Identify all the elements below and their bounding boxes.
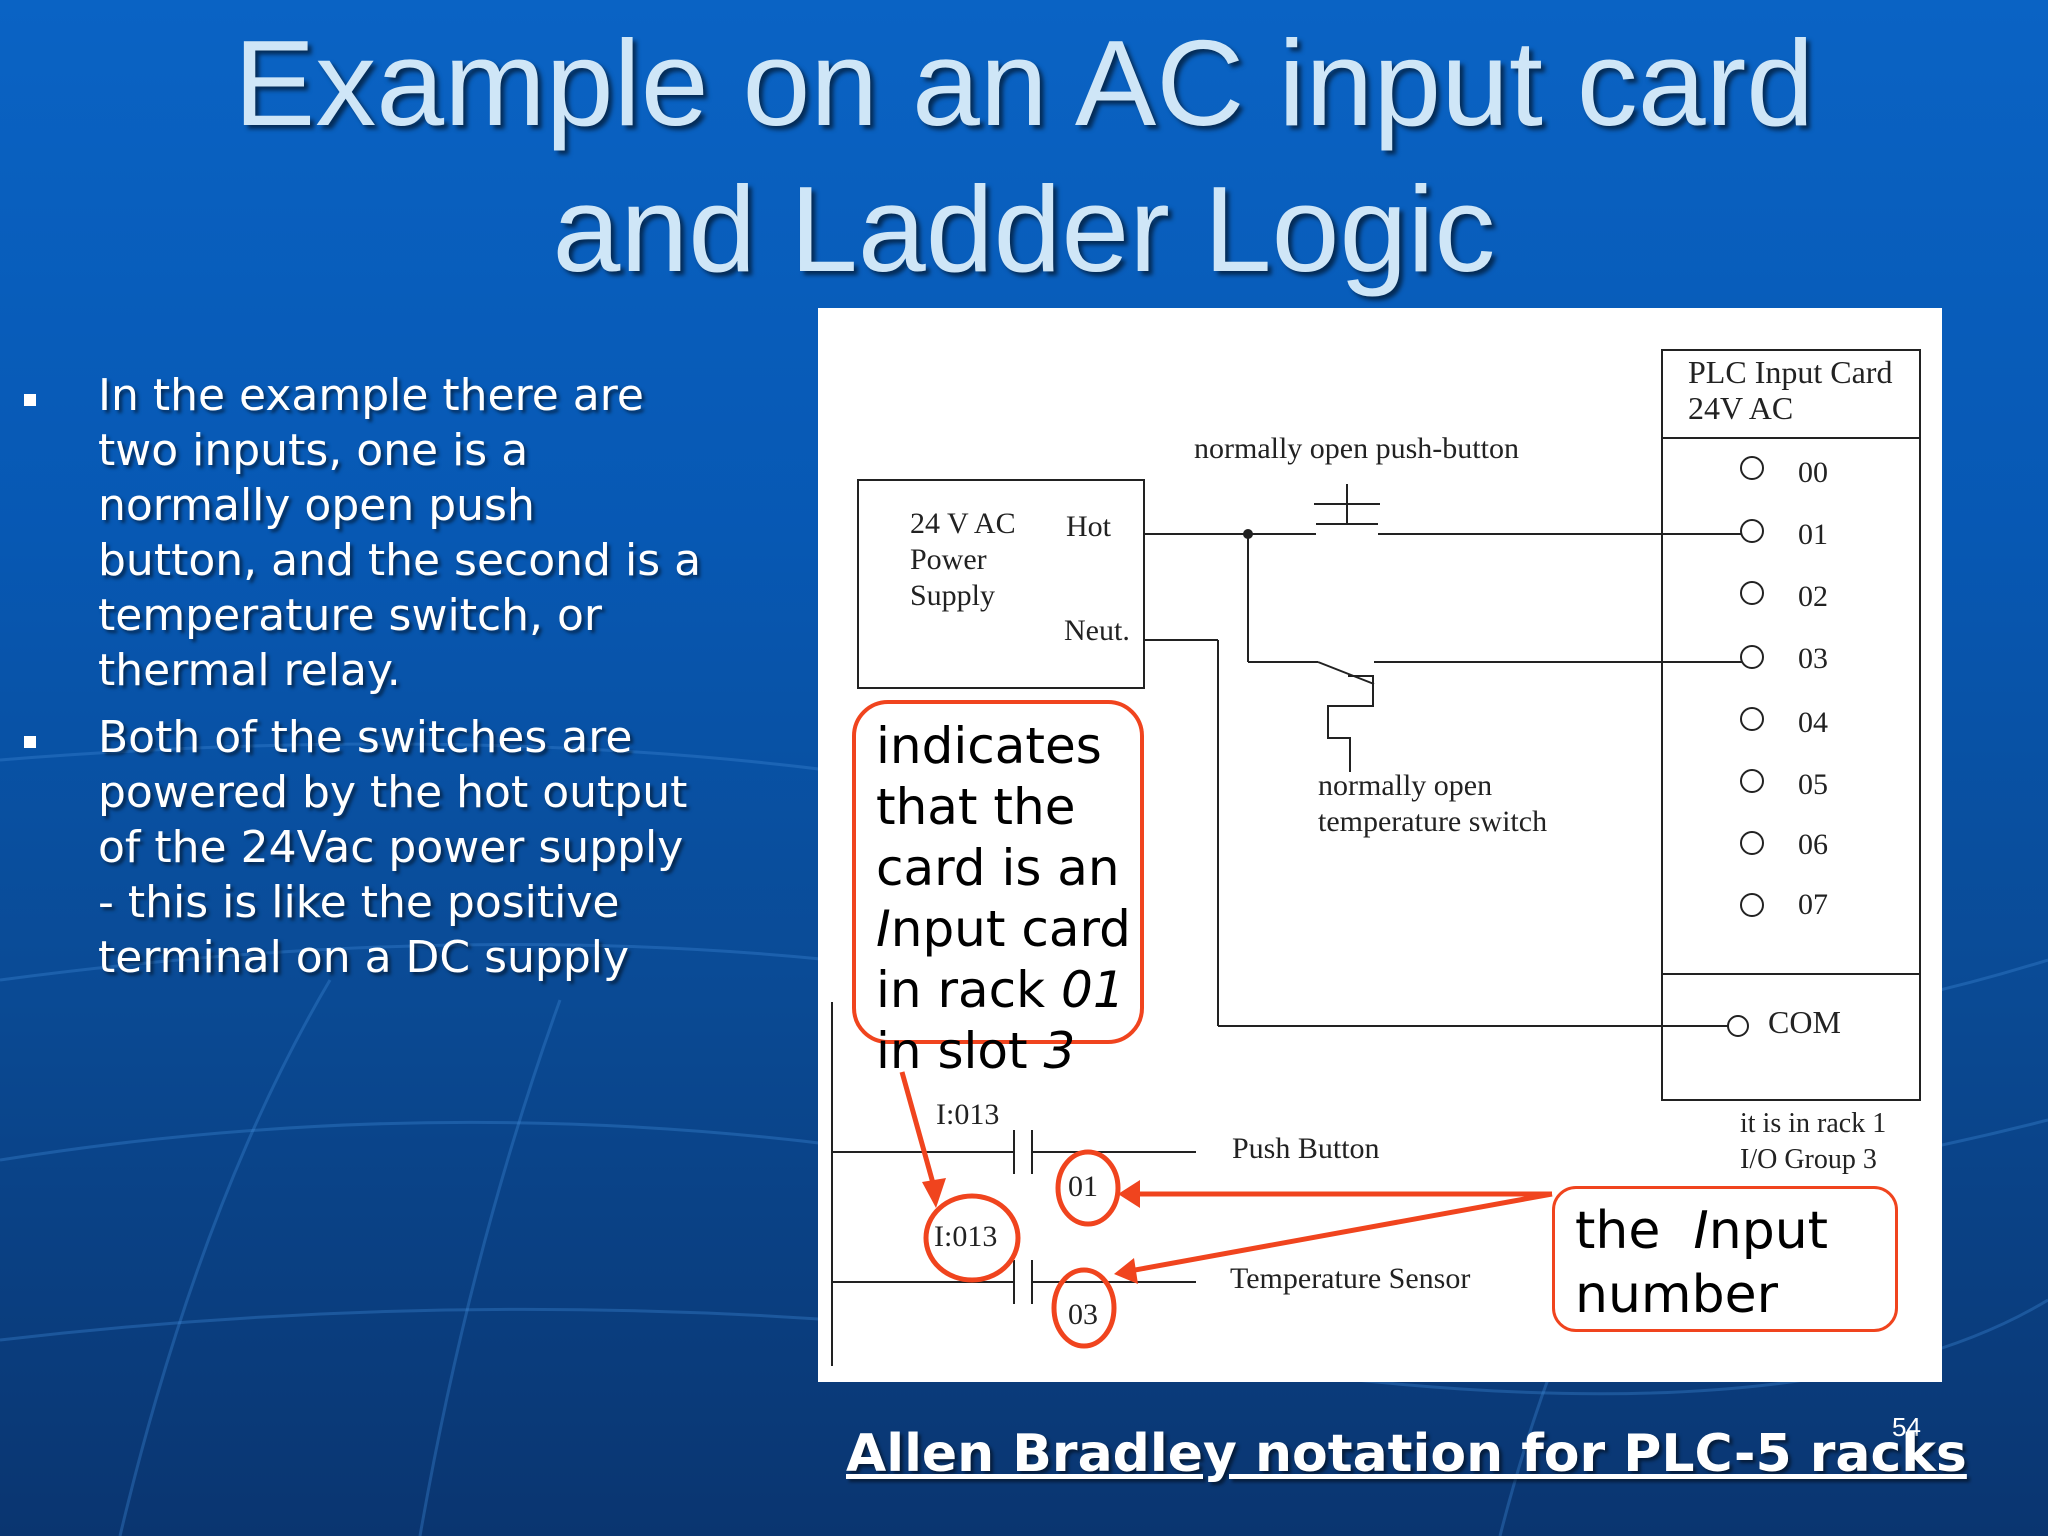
callout-line: the Input bbox=[1575, 1199, 1895, 1263]
bit-01-highlight bbox=[1055, 1149, 1121, 1227]
bullet-line: In the example there are bbox=[98, 370, 644, 421]
supply-label-1: 24 V AC bbox=[910, 507, 1016, 540]
bullet-line: thermal relay. bbox=[98, 645, 401, 696]
terminal-06 bbox=[1740, 831, 1764, 855]
terminal-com bbox=[1727, 1015, 1749, 1037]
terminal-03 bbox=[1740, 645, 1764, 669]
terminal-05 bbox=[1740, 769, 1764, 793]
callout-text: in rack bbox=[876, 961, 1062, 1019]
callout-line: Input card bbox=[876, 899, 1140, 960]
input-label-05: 05 bbox=[1798, 768, 1828, 801]
terminal-00 bbox=[1740, 456, 1764, 480]
page-number: 54 bbox=[1892, 1412, 1921, 1442]
bullet-line: - this is like the positive bbox=[98, 877, 620, 928]
bullet-line: Both of the switches are bbox=[98, 712, 633, 763]
bullet-line: terminal on a DC supply bbox=[98, 932, 630, 983]
rung2-bit: 03 bbox=[1068, 1298, 1098, 1331]
bullet-line: powered by the hot output bbox=[98, 767, 688, 818]
callout-line: number bbox=[1575, 1265, 1778, 1325]
input-label-02: 02 bbox=[1798, 580, 1828, 613]
rung2-address: I:013 bbox=[934, 1220, 998, 1253]
input-label-06: 06 bbox=[1798, 828, 1828, 861]
callout-text: in slot bbox=[876, 1022, 1044, 1080]
bullet-line: button, and the second is a bbox=[98, 535, 702, 586]
power-supply-box bbox=[857, 479, 1145, 689]
input-label-00: 00 bbox=[1798, 456, 1828, 489]
rung1-label: Push Button bbox=[1232, 1132, 1380, 1165]
pushbutton-label: normally open push-button bbox=[1194, 432, 1519, 465]
supply-label-2: Power bbox=[910, 543, 987, 576]
footer-caption: Allen Bradley notation for PLC-5 racks bbox=[846, 1424, 1967, 1484]
bullet-line: of the 24Vac power supply bbox=[98, 822, 684, 873]
com-label: COM bbox=[1768, 1004, 1841, 1040]
rack-note-2: I/O Group 3 bbox=[1740, 1144, 1877, 1175]
callout-line: in slot 3 bbox=[876, 1021, 1140, 1082]
bullet-line: two inputs, one is a bbox=[98, 425, 529, 476]
temp-switch-label-2: temperature switch bbox=[1318, 805, 1548, 838]
terminal-01 bbox=[1740, 519, 1764, 543]
bullet-line: normally open push bbox=[98, 480, 535, 531]
bullet-item: In the example there are two inputs, one… bbox=[20, 368, 760, 698]
card-title-2: 24V AC bbox=[1688, 390, 1794, 426]
rung1-bit: 01 bbox=[1068, 1170, 1098, 1203]
bullet-line: temperature switch, or bbox=[98, 590, 603, 641]
terminal-04 bbox=[1740, 707, 1764, 731]
temp-switch-label-1: normally open bbox=[1318, 769, 1493, 802]
callout-italic: I bbox=[876, 900, 891, 958]
callout-text: the bbox=[1575, 1201, 1694, 1261]
supply-label-3: Supply bbox=[910, 579, 996, 612]
callout-line: indicates bbox=[876, 717, 1102, 775]
bullet-item: Both of the switches are powered by the … bbox=[20, 710, 760, 985]
terminal-07 bbox=[1740, 893, 1764, 917]
bullet-marker bbox=[24, 736, 36, 748]
input-label-04: 04 bbox=[1798, 706, 1828, 739]
plc-card-box bbox=[1661, 349, 1921, 1101]
callout-line: card is an bbox=[876, 839, 1120, 897]
slide-title-line-2: and Ladder Logic bbox=[552, 161, 1496, 297]
input-label-03: 03 bbox=[1798, 642, 1828, 675]
card-title-1: PLC Input Card bbox=[1688, 354, 1893, 390]
junction-dot bbox=[1243, 529, 1253, 539]
input-label-07: 07 bbox=[1798, 888, 1828, 921]
callout-italic: I bbox=[1693, 1201, 1709, 1261]
terminal-02 bbox=[1740, 581, 1764, 605]
bit-03-highlight bbox=[1051, 1267, 1117, 1349]
callout-text: nput card bbox=[890, 900, 1131, 958]
card-address-callout: indicates that the card is an Input card… bbox=[852, 700, 1144, 1080]
wiring-lines bbox=[831, 349, 1921, 1366]
rung2-label: Temperature Sensor bbox=[1230, 1262, 1471, 1295]
input-number-callout: the Input number bbox=[1552, 1186, 1898, 1332]
bullet-list: In the example there are two inputs, one… bbox=[20, 368, 760, 997]
callout-line: in rack 01 bbox=[876, 960, 1140, 1021]
address-highlight bbox=[923, 1193, 1021, 1283]
input-label-01: 01 bbox=[1798, 518, 1828, 551]
neut-label: Neut. bbox=[1064, 614, 1130, 647]
callout-line: that the bbox=[876, 778, 1076, 836]
rung1-address: I:013 bbox=[936, 1098, 1000, 1131]
callout-italic: 3 bbox=[1043, 1022, 1076, 1080]
wiring-diagram: PLC Input Card 24V AC 00 01 02 03 04 05 … bbox=[818, 308, 1942, 1382]
callout-text: nput bbox=[1708, 1201, 1829, 1261]
hot-label: Hot bbox=[1066, 510, 1111, 543]
rack-note-1: it is in rack 1 bbox=[1740, 1108, 1887, 1139]
callout-italic: 01 bbox=[1061, 961, 1125, 1019]
bullet-marker bbox=[24, 394, 36, 406]
slide-title-line-1: Example on an AC input card bbox=[233, 15, 1815, 151]
